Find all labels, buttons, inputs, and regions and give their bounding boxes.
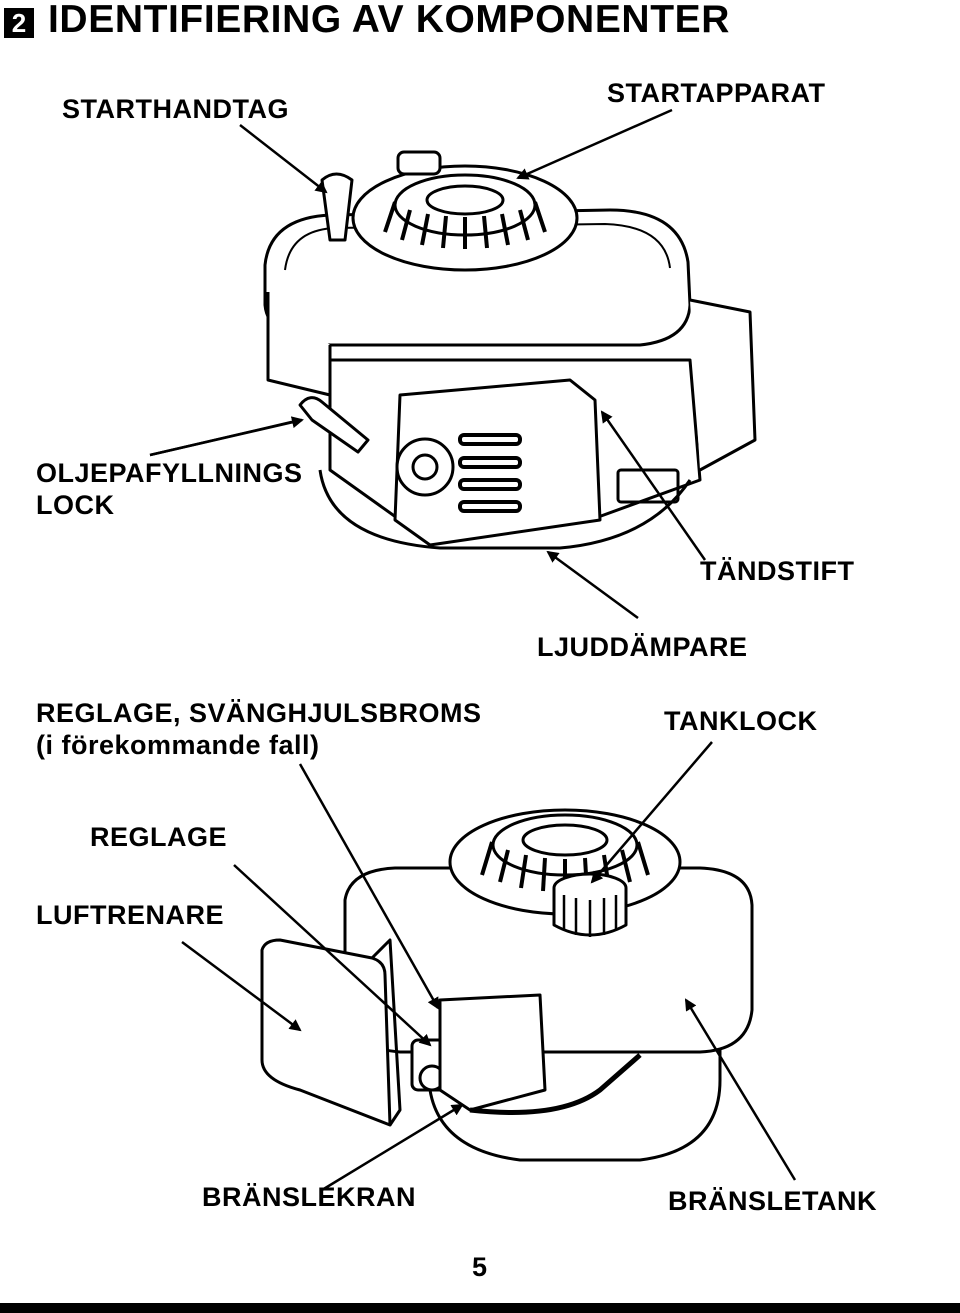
label-branslekran: BRÄNSLEKRAN bbox=[202, 1182, 416, 1212]
label-oljepafyllnings-line2: LOCK bbox=[36, 490, 115, 520]
label-reglage: REGLAGE bbox=[90, 822, 228, 852]
label-reglage-svanghjulsbroms-line1: REGLAGE, SVÄNGHJULSBROMS bbox=[36, 698, 482, 728]
label-startapparat: STARTAPPARAT bbox=[607, 78, 826, 108]
page-title: IDENTIFIERING AV KOMPONENTER bbox=[48, 0, 730, 41]
top-engine-drawing bbox=[263, 150, 757, 550]
label-ljuddampare: LJUDDÄMPARE bbox=[537, 632, 748, 662]
bottom-rule bbox=[0, 1303, 960, 1313]
label-luftrenare: LUFTRENARE bbox=[36, 900, 224, 930]
label-tandstift: TÄNDSTIFT bbox=[700, 556, 855, 586]
leader-arrows bbox=[149, 108, 797, 1192]
label-oljepafyllnings-line1: OLJEPAFYLLNINGS bbox=[36, 458, 303, 488]
label-reglage-svanghjulsbroms-line2: (i förekommande fall) bbox=[36, 730, 320, 760]
page-number: 5 bbox=[472, 1252, 488, 1282]
label-bransletank: BRÄNSLETANK bbox=[668, 1186, 877, 1216]
section-number-badge: 2 bbox=[4, 8, 34, 38]
label-starthandtag: STARTHANDTAG bbox=[62, 94, 289, 124]
label-tanklock: TANKLOCK bbox=[664, 706, 818, 736]
bottom-engine-drawing bbox=[260, 808, 754, 1162]
